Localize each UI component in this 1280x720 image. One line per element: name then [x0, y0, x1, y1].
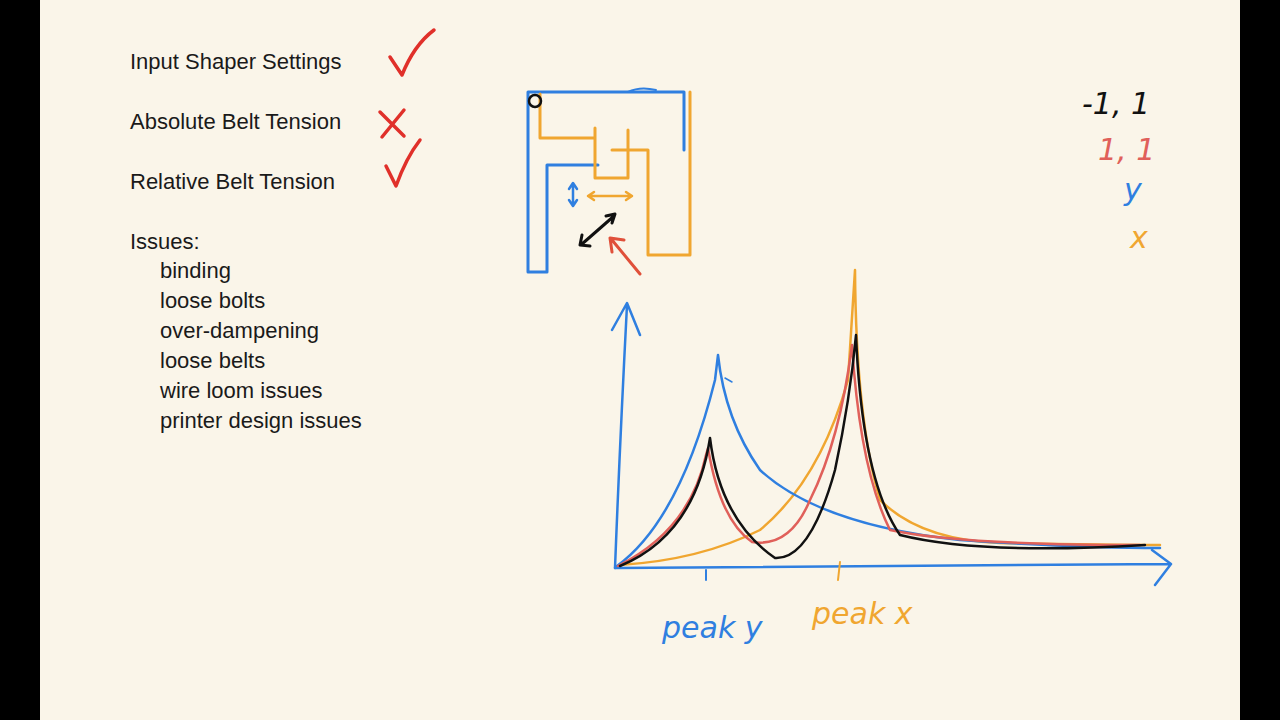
- blue-curve: [617, 355, 1160, 566]
- list-item: Input Shaper Settings: [130, 51, 342, 73]
- check-mark: [390, 30, 434, 75]
- orange-curve: [620, 270, 1160, 565]
- axis-tick: [705, 570, 707, 580]
- list-item: Absolute Belt Tension: [130, 111, 341, 133]
- cross-mark: [380, 110, 404, 137]
- check-mark: [386, 140, 420, 186]
- corner-mark: [529, 95, 541, 107]
- list-item: printer design issues: [160, 410, 362, 432]
- axis-label: peak y: [662, 613, 763, 643]
- x-motion-arrow: [588, 192, 632, 200]
- black-curve: [620, 335, 1145, 566]
- list-item: wire loom issues: [160, 380, 323, 402]
- curve-key: -1, 1: [1082, 89, 1150, 119]
- diagonal-motion-arrow: [610, 238, 640, 274]
- gantry-outline: [540, 92, 690, 255]
- list-item: Relative Belt Tension: [130, 171, 335, 193]
- curve-key: y: [1124, 175, 1142, 205]
- red-curve: [618, 345, 1140, 566]
- list-item: loose bolts: [160, 290, 265, 312]
- y-axis: [612, 303, 640, 568]
- frame-outline: [528, 92, 684, 272]
- x-axis: [615, 550, 1171, 585]
- list-item: binding: [160, 260, 231, 282]
- list-heading: Issues:: [130, 231, 200, 253]
- list-item: over-dampening: [160, 320, 319, 342]
- axis-tick: [838, 562, 840, 580]
- curve-key: x: [1130, 223, 1148, 253]
- axis-label: peak x: [812, 599, 913, 629]
- x-axis-mark: [725, 378, 732, 382]
- gantry-mark: [628, 88, 656, 92]
- y-motion-arrow: [569, 183, 577, 206]
- list-item: loose belts: [160, 350, 265, 372]
- curve-key: 1, 1: [1098, 135, 1155, 165]
